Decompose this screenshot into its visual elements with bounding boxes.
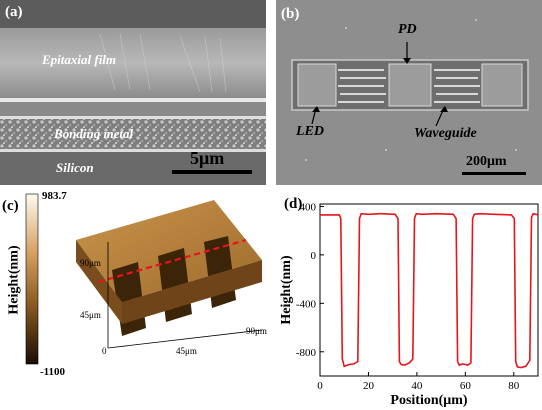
epitaxial-film-label: Epitaxial film	[42, 52, 117, 67]
led-label: LED	[296, 124, 324, 139]
x-tick-label: 20	[363, 380, 375, 392]
colorbar-max: 983.7	[42, 190, 67, 202]
panel-d-label: (d)	[284, 196, 302, 212]
panel-b-scale-bar	[462, 172, 526, 175]
panel-c-label: (c)	[2, 198, 19, 214]
panel-b-device-drawing	[291, 19, 529, 161]
colorbar-min: -1100	[40, 366, 66, 378]
y-tick-label: -400	[296, 298, 317, 310]
x-tick-label: 80	[508, 380, 520, 392]
afm-y-axis-mid: 45μm	[80, 310, 101, 320]
panel-b-label: (b)	[281, 6, 300, 22]
y-tick-label: 400	[300, 201, 317, 213]
afm-origin: 0	[102, 346, 107, 356]
x-tick-label: 60	[460, 380, 472, 392]
panel-a-texture	[0, 0, 266, 185]
panel-a-label: (a)	[5, 4, 23, 20]
panel-c-afm-drawing	[25, 193, 263, 365]
x-tick-label: 0	[317, 380, 323, 392]
panel-a-scale-bar-text: 5μm	[190, 148, 225, 168]
plot-frame	[319, 203, 539, 377]
y-tick-label: 0	[311, 250, 317, 262]
y-tick-label: -800	[296, 347, 317, 359]
bonding-metal-label: Bonding metal	[54, 126, 134, 141]
afm-x-axis-end: 90μm	[246, 326, 267, 336]
pd-label: PD	[398, 22, 417, 37]
colorbar-title: Height(nm)	[6, 245, 22, 315]
panel-b-scale-bar-text: 200μm	[466, 154, 507, 169]
panel-c-afm-image: (c) 983.7 -1100 Height(nm) 90μm 45μm 0 4…	[0, 190, 276, 410]
panel-a-sem-image: (a) Epitaxial film Bonding metal Silicon…	[0, 0, 266, 185]
x-tick-label: 40	[411, 380, 423, 392]
silicon-label: Silicon	[56, 160, 94, 175]
waveguide-label: Waveguide	[414, 126, 477, 141]
panel-a-scale-bar	[172, 170, 252, 174]
x-axis-title: Position(μm)	[390, 393, 467, 408]
y-axis-title: Height(nm)	[279, 255, 294, 325]
panel-b-sem-image: (b) PD LED Waveguide 200μm	[276, 0, 542, 185]
afm-x-axis-mid: 45μm	[176, 346, 197, 356]
afm-y-axis-top: 90μm	[80, 258, 101, 268]
height-profile-series	[320, 212, 539, 369]
